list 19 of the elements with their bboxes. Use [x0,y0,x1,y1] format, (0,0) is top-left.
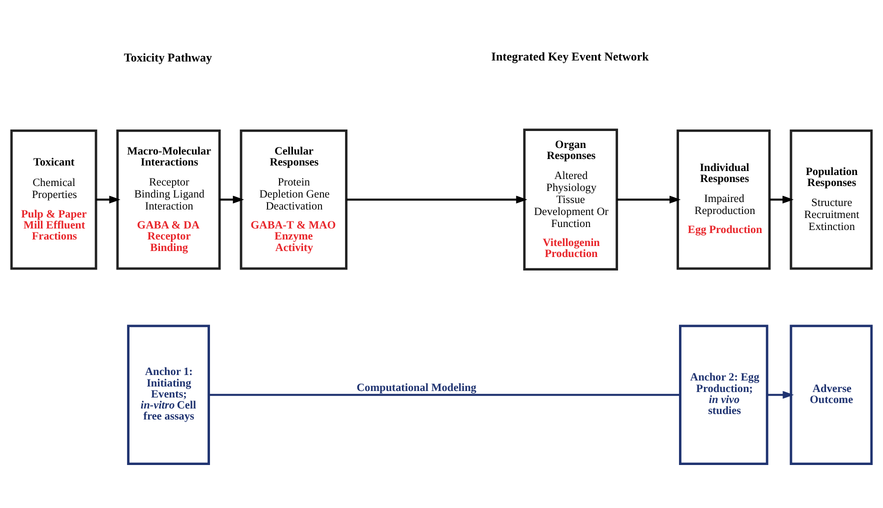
label: Toxicity Pathway [124,50,212,64]
arrow [96,196,120,204]
node-box: Individual Responses Impaired Reproduction Egg Production [676,129,771,270]
node-box: Anchor 2: Egg Production; in vivo studies [679,324,768,465]
arrow [767,390,794,399]
label: Integrated Key Event Network [491,50,649,64]
node-box: Anchor 1: Initiating Events; in-vitro Cell free assays [127,324,210,465]
arrow [346,196,528,204]
arrow [220,196,244,204]
connector [208,394,680,396]
node-box: Organ Responses Altered Physiology Tissue Development Or Function Vitellogenin Production [523,128,618,271]
node-box: Cellular Responses Protein Depletion Gene Deactivation GABA-T & MAO Enzyme Activity [240,129,348,270]
arrow [770,196,794,204]
node-box: Population Responses Structure Recruitment Extinction [790,129,873,270]
node-box: Toxicant Chemical Properties Pulp & Paper Mill Effluent Fractions [10,129,98,270]
arrow [616,196,681,204]
edge-label: Computational Modeling [356,382,476,394]
node-box: Macro-Molecular Interactions Receptor Binding Ligand Interaction GABA & DA Receptor Binding [116,129,221,270]
node-box: Adverse Outcome [790,324,873,465]
